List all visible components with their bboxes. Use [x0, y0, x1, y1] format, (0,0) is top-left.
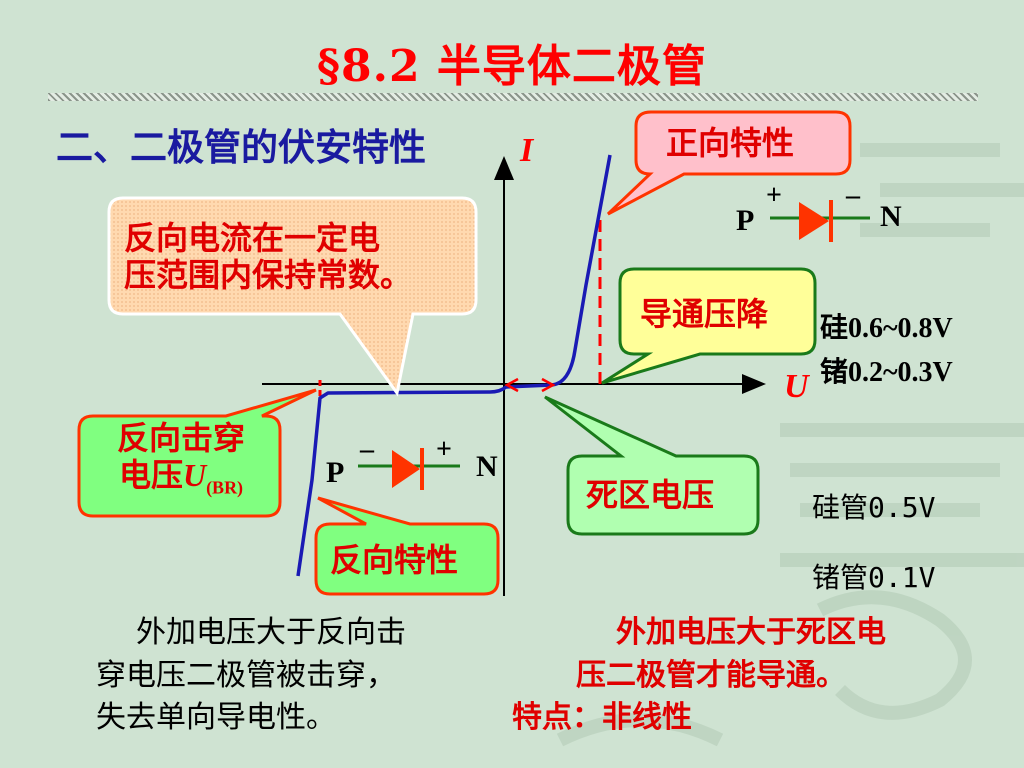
si-dead-value: 硅管0.5V [812, 491, 936, 524]
diode-reverse-n-label: N [476, 450, 498, 483]
diode-reverse-p-sign: – [360, 434, 374, 465]
callout-reverse-current-bubble [107, 196, 478, 397]
slide-title: §8.2 半导体二极管 [317, 41, 707, 92]
callout-breakdown-label: 反向击穿 电压U(BR) [116, 419, 245, 498]
callout-breakdown-bubble [77, 388, 317, 518]
callout-reverse-bubble [314, 496, 500, 596]
section-heading: 二、二极管的伏安特性 [56, 125, 426, 169]
breakdown-note: 外加电压大于反向击 穿电压二极管被击穿， 失去单向导电性。 [96, 615, 406, 736]
title-divider [48, 93, 978, 101]
y-axis-label: I [520, 132, 534, 169]
callout-forward-bubble [606, 110, 852, 216]
callout-dead-zone-bubble [544, 395, 760, 536]
x-axis-label: U [784, 368, 809, 405]
diode-forward-p-sign: + [766, 180, 782, 211]
diode-forward-n-label: N [880, 200, 902, 233]
dead-zone-left-arrow [504, 377, 519, 393]
si-drop-value: 硅0.6~0.8V [820, 313, 953, 344]
iv-curve [296, 154, 612, 577]
ge-dead-value: 锗管0.1V [812, 561, 936, 594]
feature-label: 特点：非线性 [512, 700, 692, 736]
diode-forward-p-label: P [736, 204, 755, 237]
diode-symbol-reverse [358, 448, 460, 490]
diode-reverse-p-label: P [326, 456, 345, 489]
callout-dead-zone-label: 死区电压 [586, 476, 715, 514]
diode-symbol-forward [770, 200, 870, 242]
ge-drop-value: 锗0.2~0.3V [820, 357, 953, 388]
dead-zone-right-arrow [541, 377, 556, 393]
callout-reverse-label: 反向特性 [330, 541, 459, 579]
conduction-note: 外加电压大于死区电 压二极管才能导通。 特点：非线性 [512, 612, 1002, 740]
callout-conduction-drop-bubble [601, 267, 817, 385]
diode-reverse-n-sign: + [436, 434, 452, 465]
callout-forward-label: 正向特性 [666, 124, 795, 162]
callout-reverse-current-label: 反向电流在一定电 压范围内保持常数。 [124, 219, 413, 294]
diode-forward-n-sign: – [846, 180, 860, 211]
callout-conduction-drop-label: 导通压降 [640, 295, 769, 333]
